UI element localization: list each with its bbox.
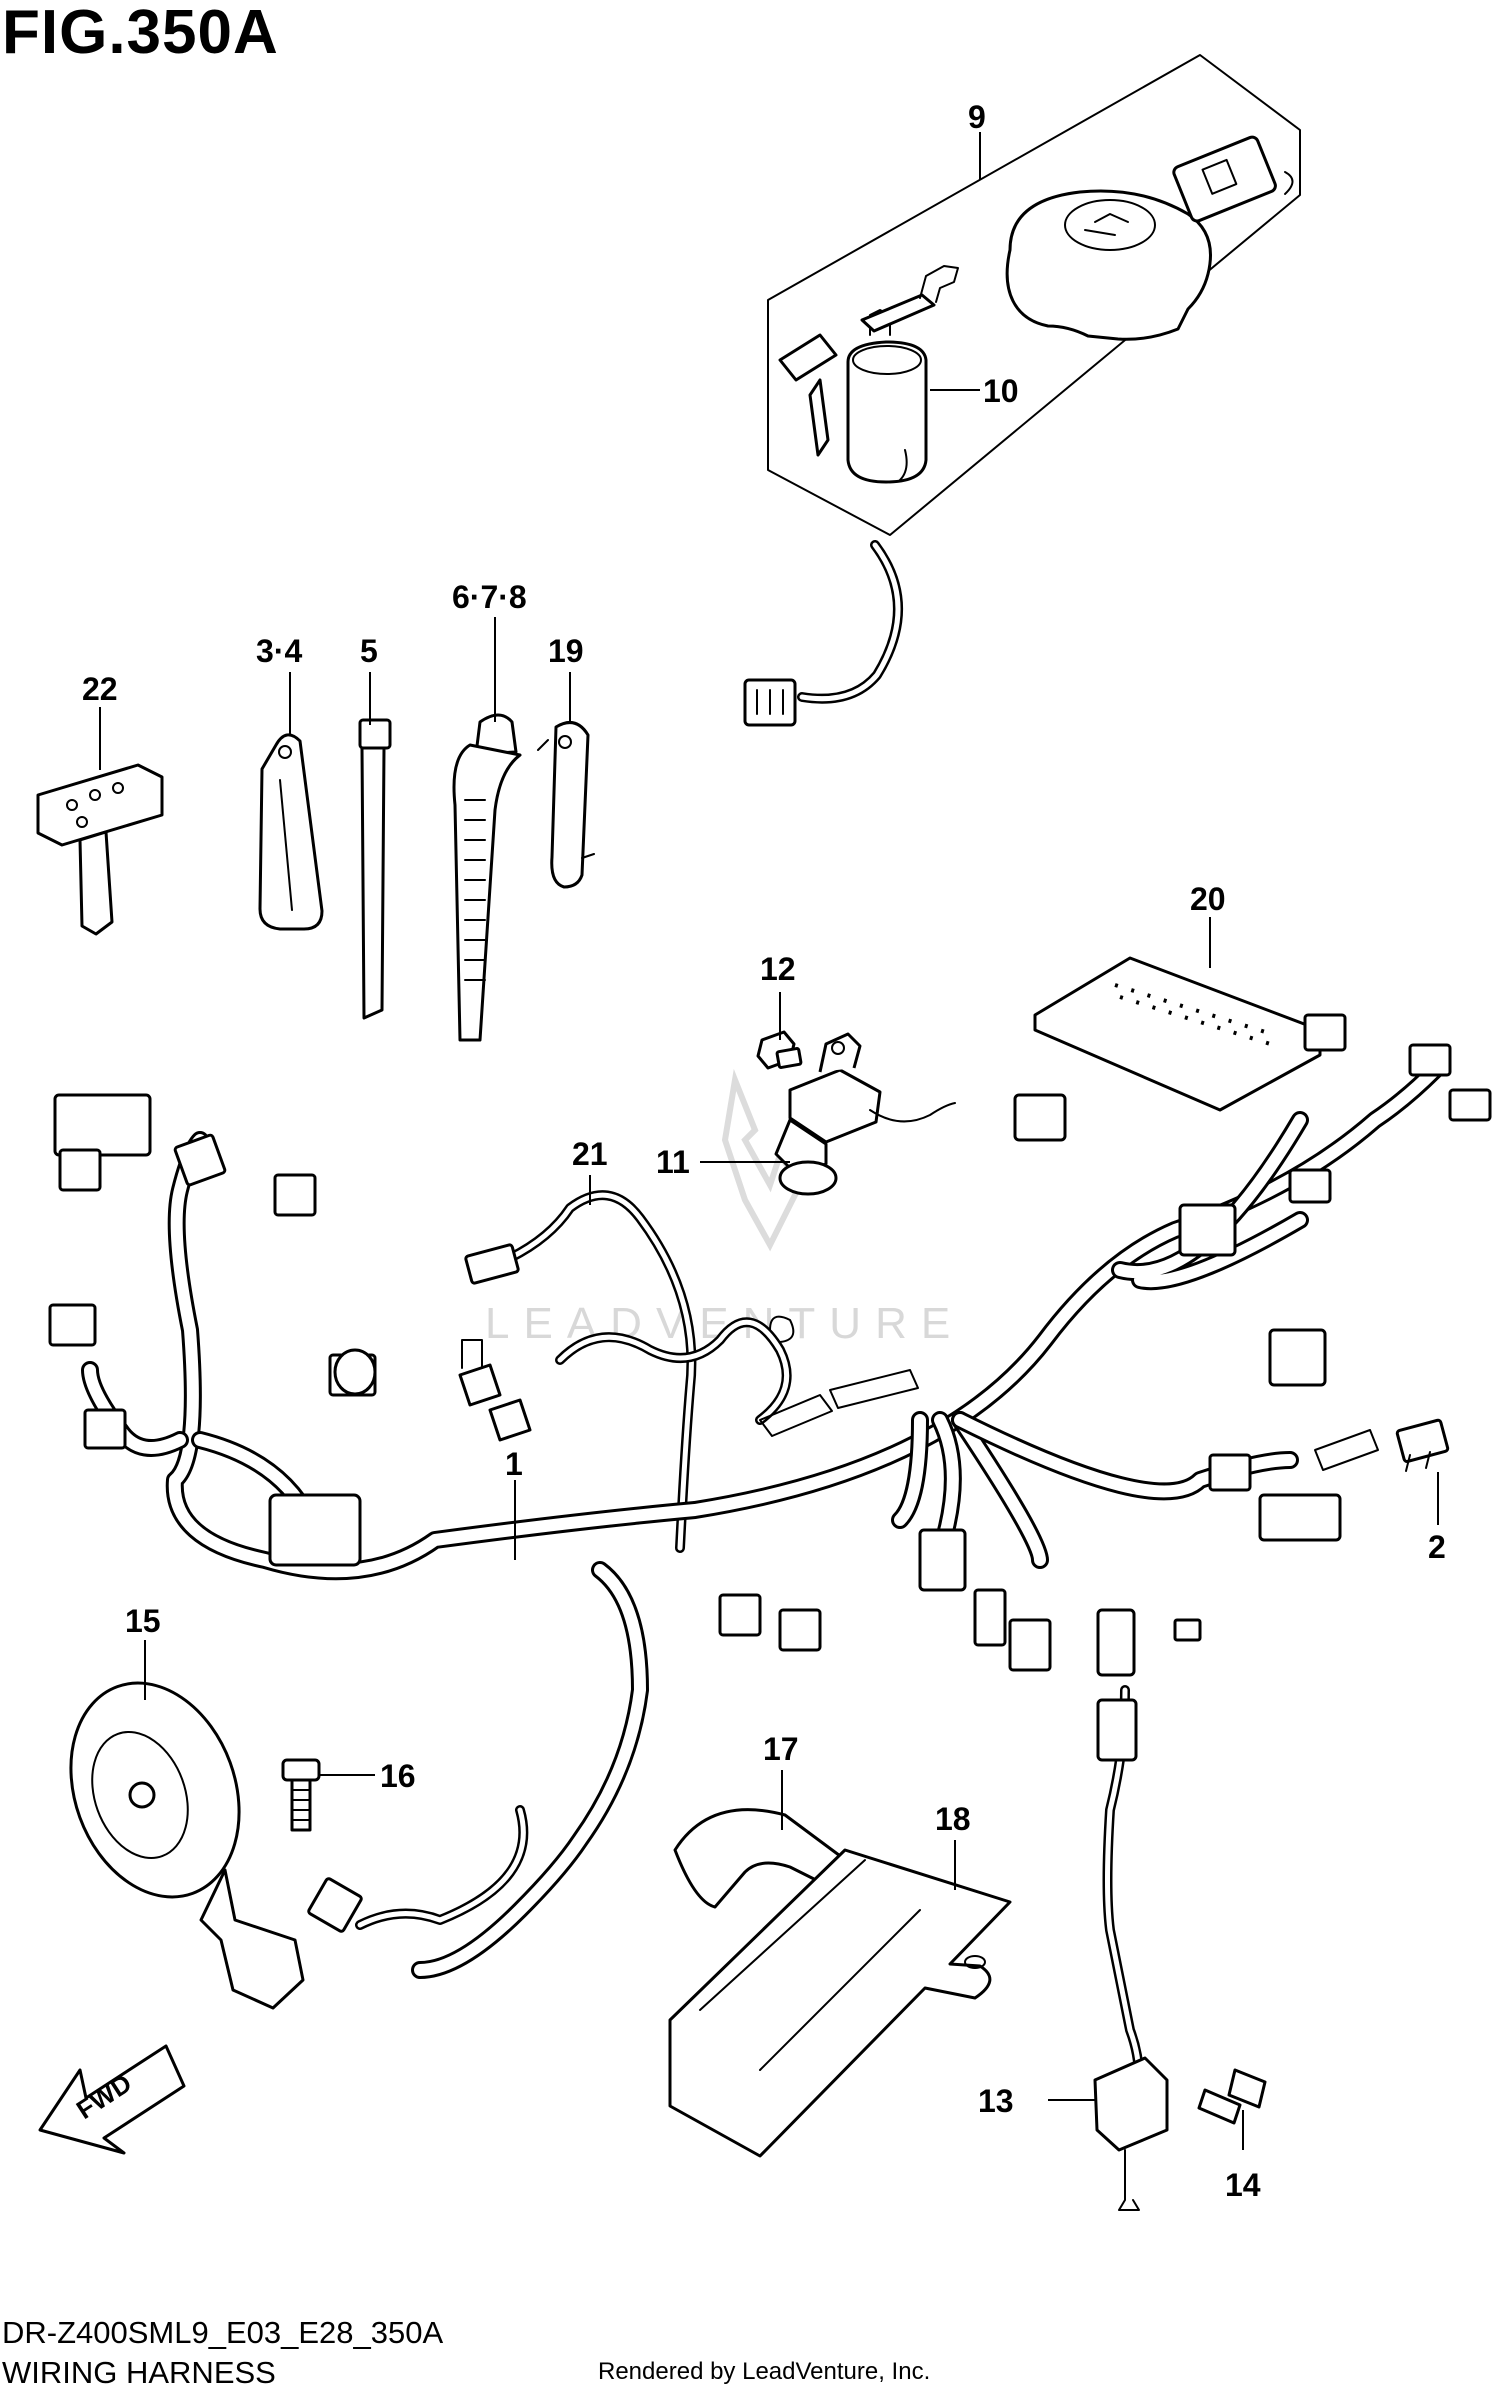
callout-16: 16 [380,1758,416,1794]
callout-18: 18 [935,1801,971,1837]
sub-harness-icon [458,1190,919,1553]
callout-labels: 9 10 3·4 5 6·7·8 19 22 20 12 11 21 1 2 1… [82,99,1446,2203]
callout-9: 9 [968,99,986,135]
cable-tie-icon [358,718,392,1020]
harness-clamp-icon [452,713,522,1042]
main-harness-icon [48,1013,1492,1979]
switch-icon [774,1032,956,1196]
callout-2: 2 [1428,1529,1446,1565]
sensor-icon [1093,1685,1169,2211]
callout-10: 10 [983,373,1019,409]
callout-1: 1 [505,1446,523,1482]
callout-19: 19 [548,633,584,669]
cover-icon [673,1808,857,1909]
callout-14: 14 [1225,2167,1261,2203]
section-name: WIRING HARNESS [2,2355,276,2390]
key-icon [36,763,164,936]
render-credit: Rendered by LeadVenture, Inc. [598,2358,931,2385]
clamp-icon [258,733,324,931]
leader-lines [99,132,1439,2150]
callout-20: 20 [1190,881,1226,917]
figure-title: FIG.350A [2,0,279,67]
callout-11: 11 [656,1144,690,1180]
fuse-icon [1395,1418,1450,1472]
callout-15: 15 [125,1603,161,1639]
callout-5: 5 [360,633,378,669]
horn-icon [69,1681,529,2010]
callout-17: 17 [763,1731,799,1767]
fwd-arrow-icon: FWD [38,2044,186,2155]
screw-icon [756,1030,803,1070]
ignition-lock-set-icon [743,54,1301,727]
bolt-icon [281,1758,321,1832]
callout-13: 13 [978,2083,1014,2119]
bracket-icon [668,1848,1012,2158]
model-code: DR-Z400SML9_E03_E28_350A [2,2315,444,2350]
callout-12: 12 [760,951,796,987]
bolt-icon [1197,2068,1267,2125]
callout-21: 21 [572,1136,608,1172]
callout-22: 22 [82,671,118,707]
label-sheet-icon [1033,956,1322,1112]
hose-clamp-icon [537,721,595,889]
callout-3-4: 3·4 [256,633,302,669]
callout-6-7-8: 6·7·8 [452,579,527,615]
